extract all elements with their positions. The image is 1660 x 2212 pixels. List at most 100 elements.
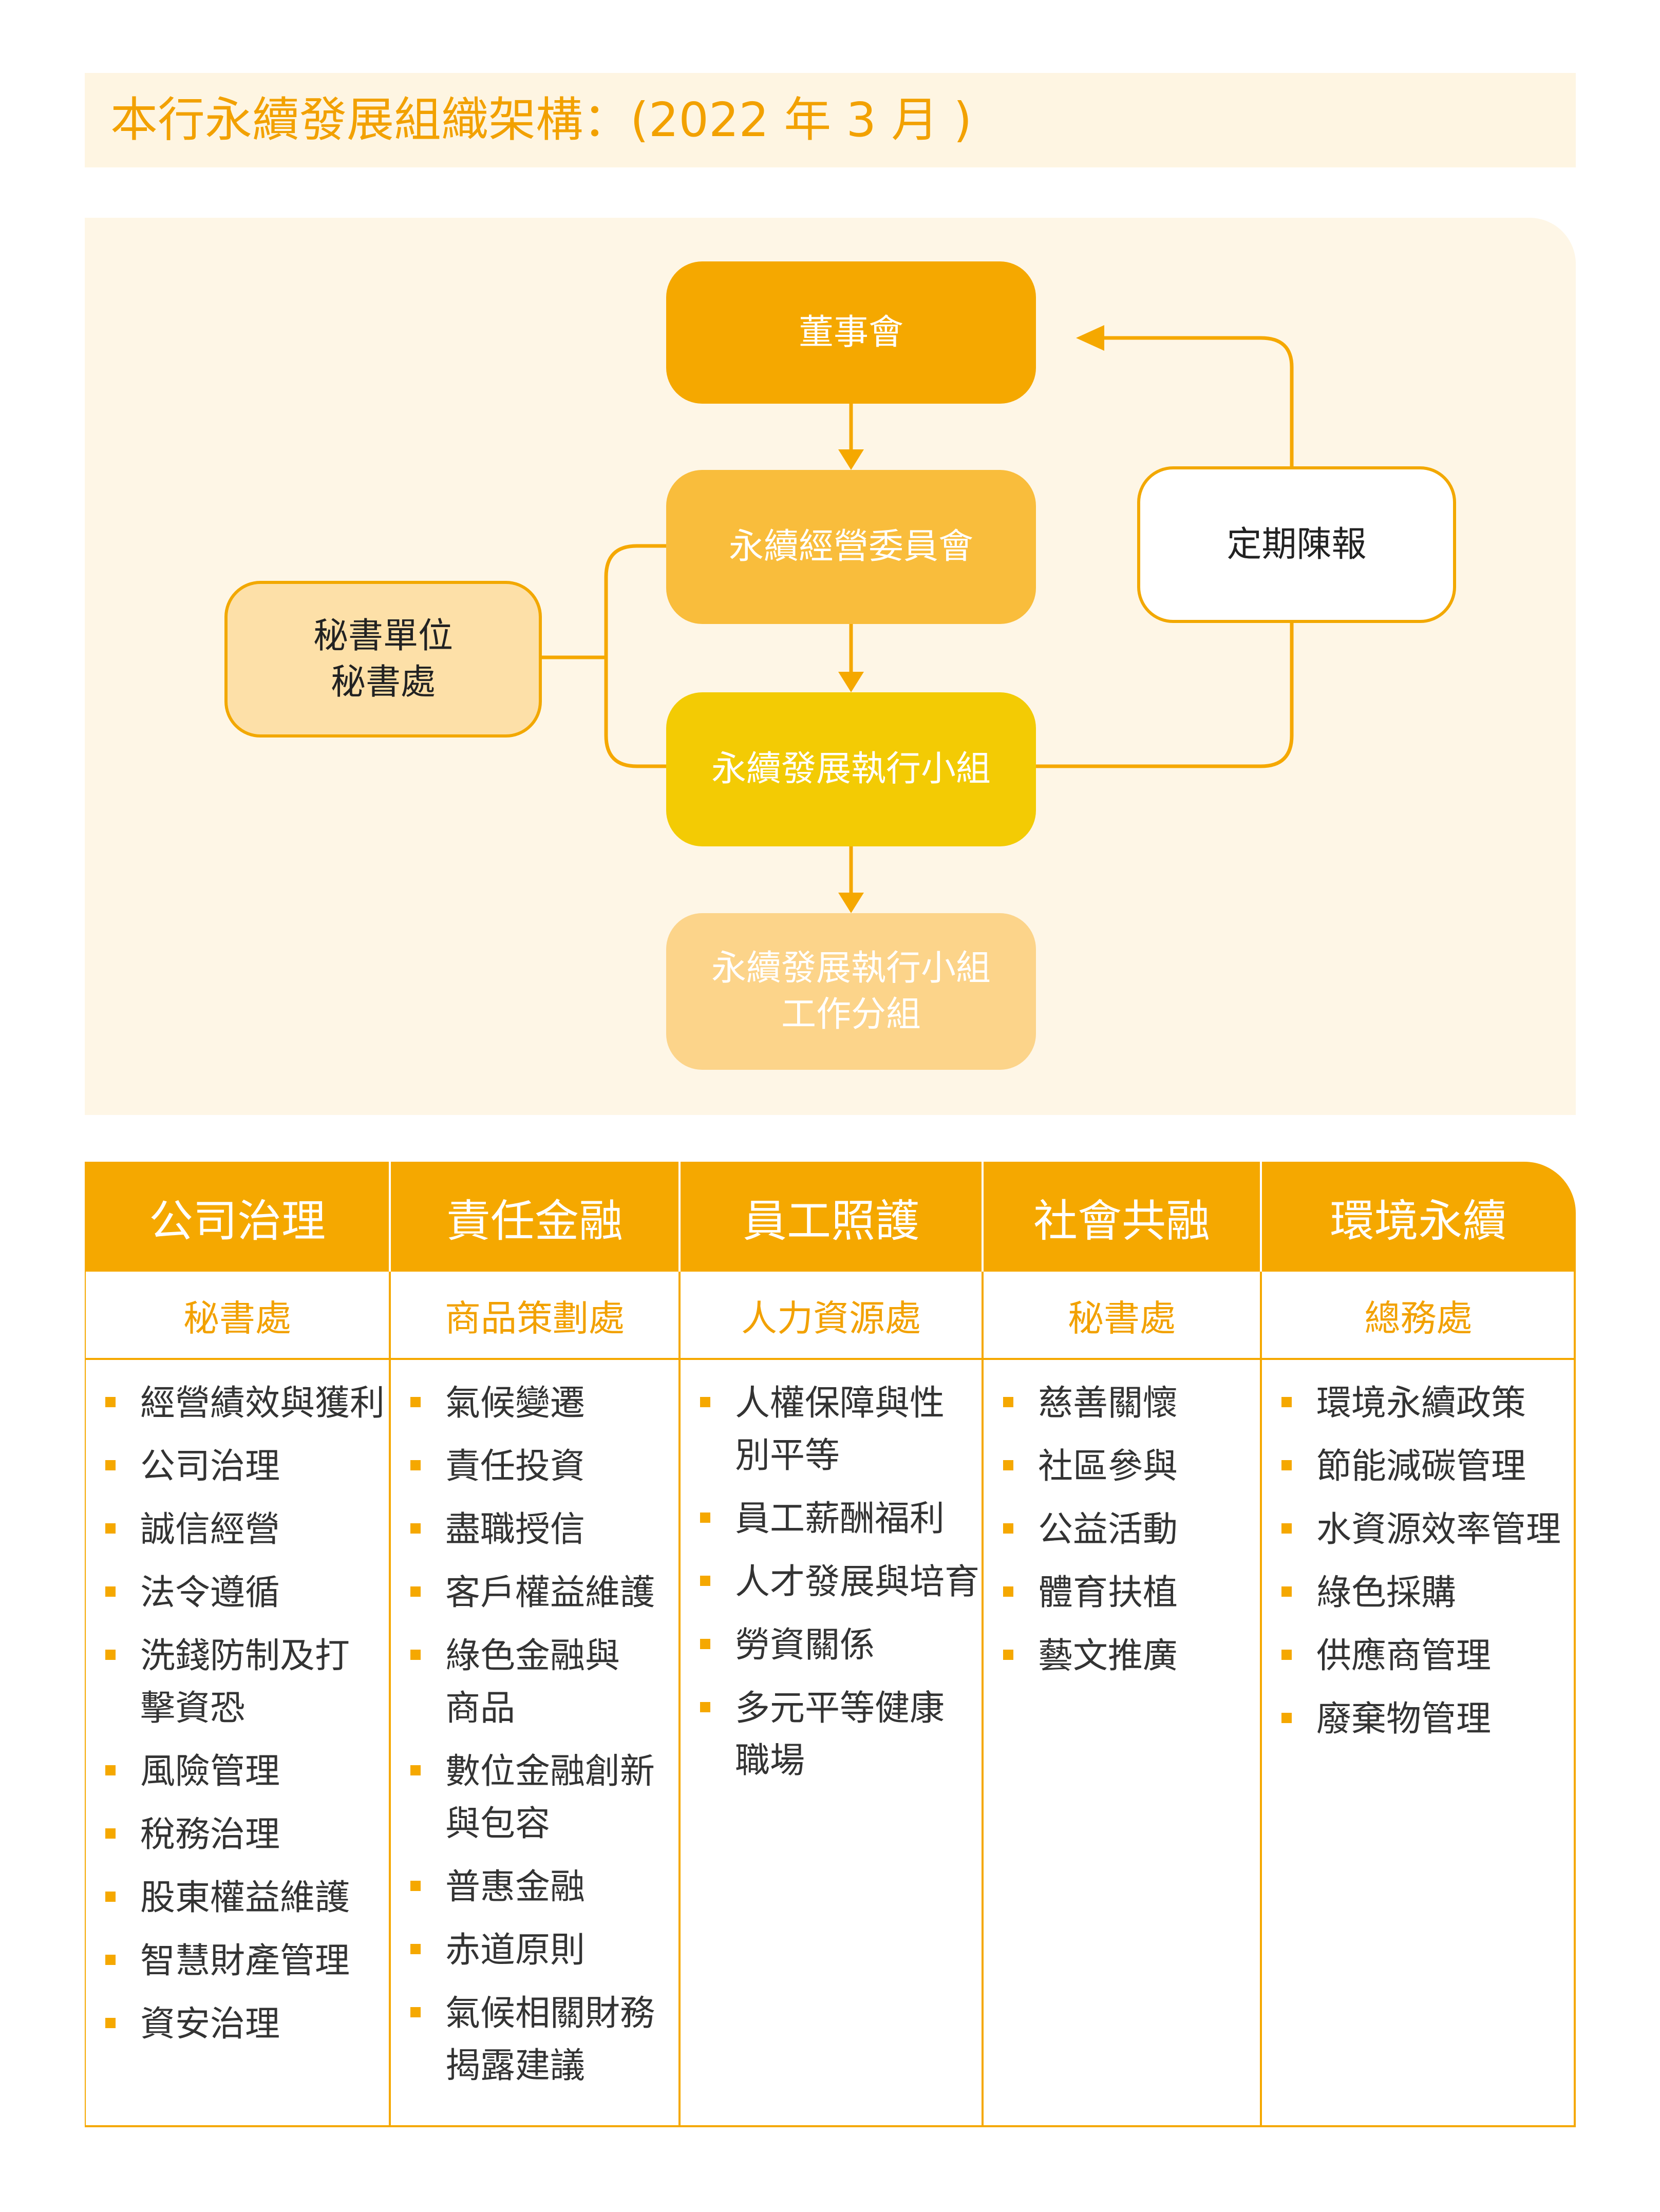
square-bullet-icon <box>700 1576 710 1586</box>
square-bullet-icon <box>105 1955 116 1965</box>
list-item: 智慧財產管理 <box>85 1935 390 1988</box>
arrowhead-work <box>838 893 864 913</box>
items-responsible-finance: 氣候變遷責任投資盡職授信客戶權益維護綠色金融與商品數位金融創新與包容普惠金融赤道… <box>390 1377 680 2103</box>
list-item-text: 節能減碳管理 <box>1316 1446 1526 1487</box>
list-item-text: 環境永續政策 <box>1316 1383 1526 1424</box>
list-item: 環境永續政策 <box>1261 1377 1576 1430</box>
exec-group-label: 永續發展執行小組 <box>711 749 991 789</box>
list-item-text: 誠信經營 <box>140 1509 280 1550</box>
responsibility-table: 公司治理 責任金融 員工照護 社會共融 環境永續 秘書處 商品策劃處 人力資源處… <box>85 1162 1576 2127</box>
sustainability-committee-node: 永續經營委員會 <box>666 470 1036 624</box>
periodic-report-node: 定期陳報 <box>1137 466 1456 623</box>
list-item: 水資源效率管理 <box>1261 1504 1576 1556</box>
list-item: 供應商管理 <box>1261 1630 1576 1682</box>
square-bullet-icon <box>410 1944 421 1954</box>
square-bullet-icon <box>105 1892 116 1902</box>
square-bullet-icon <box>1281 1523 1292 1534</box>
square-bullet-icon <box>105 1397 116 1407</box>
square-bullet-icon <box>1281 1713 1292 1723</box>
column-header-responsible-finance: 責任金融 <box>446 1195 623 1247</box>
items-social-inclusion: 慈善關懷社區參與公益活動體育扶植藝文推廣 <box>983 1377 1261 1693</box>
list-item: 公司治理 <box>85 1441 390 1493</box>
list-item: 勞資關係 <box>680 1619 983 1672</box>
list-item: 氣候相關財務揭露建議 <box>390 1988 680 2092</box>
square-bullet-icon <box>105 1586 116 1597</box>
list-item: 股東權益維護 <box>85 1872 390 1924</box>
list-item-text: 股東權益維護 <box>140 1878 350 1918</box>
list-item-text: 廢棄物管理 <box>1316 1699 1492 1740</box>
list-item: 客戶權益維護 <box>390 1567 680 1619</box>
square-bullet-icon <box>410 2007 421 2017</box>
square-bullet-icon <box>1003 1397 1013 1407</box>
board-label: 董事會 <box>798 312 903 353</box>
list-item-text: 盡職授信 <box>445 1509 586 1550</box>
arrowhead-board <box>1076 325 1104 351</box>
items-corporate-governance: 經營績效與獲利公司治理誠信經營法令遵循洗錢防制及打擊資恐風險管理稅務治理股東權益… <box>85 1377 390 2062</box>
arrowhead-exec <box>838 672 864 692</box>
list-item: 資安治理 <box>85 1998 390 2051</box>
list-item-text: 社區參與 <box>1038 1446 1178 1487</box>
column-header-environmental-sustainability: 環境永續 <box>1330 1195 1507 1247</box>
column-header-corporate-governance: 公司治理 <box>149 1195 326 1247</box>
list-item-text: 別平等 <box>735 1435 840 1476</box>
list-item: 藝文推廣 <box>983 1630 1261 1682</box>
square-bullet-icon <box>700 1639 710 1649</box>
list-item: 氣候變遷 <box>390 1377 680 1430</box>
secretariat-label-line2: 秘書處 <box>330 661 436 703</box>
committee-label: 永續經營委員會 <box>728 526 973 567</box>
unit-environmental-sustainability: 總務處 <box>1364 1297 1473 1339</box>
list-item-text: 擊資恐 <box>140 1688 246 1729</box>
square-bullet-icon <box>700 1513 710 1523</box>
work-group-label-line1: 永續發展執行小組 <box>711 948 991 989</box>
list-item-text: 揭露建議 <box>445 2046 586 2086</box>
board-of-directors-node: 董事會 <box>666 261 1036 404</box>
square-bullet-icon <box>1003 1586 1013 1597</box>
table-header-row <box>85 1162 1576 1272</box>
secretariat-node: 秘書單位 秘書處 <box>224 581 542 738</box>
list-item-text: 公益活動 <box>1038 1509 1178 1550</box>
list-item-text: 綠色金融與 <box>445 1636 620 1676</box>
square-bullet-icon <box>410 1523 421 1534</box>
list-item-text: 風險管理 <box>140 1751 280 1792</box>
square-bullet-icon <box>105 1765 116 1775</box>
title-bar: 本行永續發展組織架構：(2022 年 3 月 ) <box>85 73 1576 167</box>
list-item-text: 慈善關懷 <box>1038 1383 1178 1424</box>
work-group-node: 永續發展執行小組 工作分組 <box>666 913 1036 1070</box>
square-bullet-icon <box>410 1460 421 1470</box>
list-item: 節能減碳管理 <box>1261 1441 1576 1493</box>
list-item-text: 多元平等健康 <box>735 1688 945 1729</box>
list-item: 公益活動 <box>983 1504 1261 1556</box>
list-item: 普惠金融 <box>390 1861 680 1914</box>
square-bullet-icon <box>410 1397 421 1407</box>
secretariat-label-line1: 秘書單位 <box>313 615 453 656</box>
unit-social-inclusion: 秘書處 <box>1068 1297 1176 1339</box>
list-item-text: 洗錢防制及打 <box>140 1636 350 1676</box>
report-loop-lower <box>1036 623 1294 768</box>
list-item-text: 公司治理 <box>140 1446 280 1487</box>
list-item: 赤道原則 <box>390 1924 680 1977</box>
list-item: 廢棄物管理 <box>1261 1693 1576 1746</box>
list-item: 多元平等健康職場 <box>680 1682 983 1787</box>
arrowhead-committee <box>838 449 864 470</box>
list-item-text: 氣候相關財務 <box>445 1993 655 2034</box>
square-bullet-icon <box>105 1650 116 1660</box>
unit-responsible-finance: 商品策劃處 <box>445 1297 625 1339</box>
list-item-text: 與包容 <box>445 1804 551 1844</box>
list-item: 法令遵循 <box>85 1567 390 1619</box>
work-group-label-line2: 工作分組 <box>781 994 921 1035</box>
list-item-text: 客戶權益維護 <box>445 1573 655 1613</box>
list-item: 責任投資 <box>390 1441 680 1493</box>
list-item-text: 氣候變遷 <box>445 1383 586 1424</box>
square-bullet-icon <box>105 1460 116 1470</box>
list-item-text: 人權保障與性 <box>735 1383 945 1424</box>
square-bullet-icon <box>700 1397 710 1407</box>
list-item-text: 水資源效率管理 <box>1316 1509 1561 1550</box>
unit-employee-care: 人力資源處 <box>741 1297 921 1339</box>
square-bullet-icon <box>1003 1523 1013 1534</box>
list-item: 體育扶植 <box>983 1567 1261 1619</box>
square-bullet-icon <box>1281 1586 1292 1597</box>
page-title: 本行永續發展組織架構：(2022 年 3 月 ) <box>110 92 972 147</box>
list-item-text: 法令遵循 <box>140 1573 280 1613</box>
square-bullet-icon <box>700 1702 710 1712</box>
